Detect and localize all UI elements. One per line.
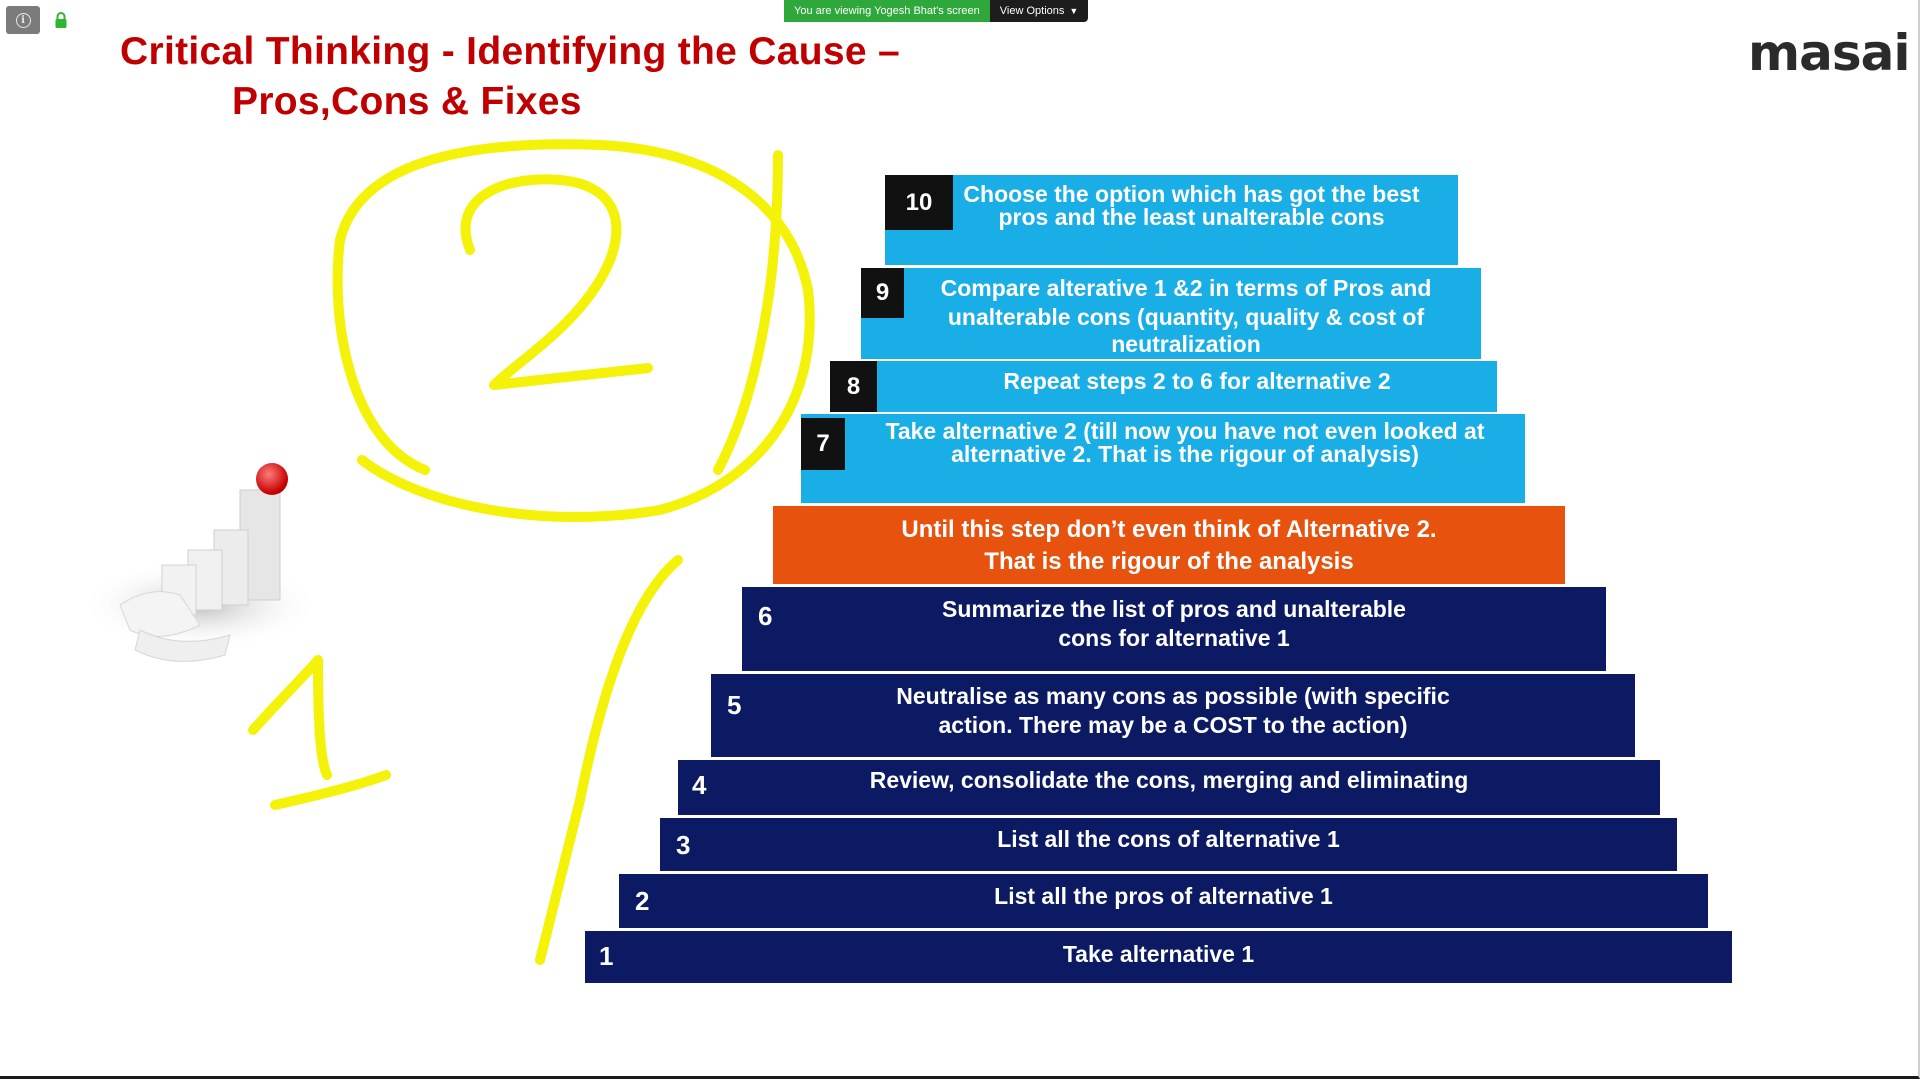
step-9: Compare alterative 1 &2 in terms of Pros…: [861, 268, 1481, 359]
step-text-line2: alternative 2. That is the rigour of ana…: [951, 441, 1419, 467]
step-10: Choose the option which has got the best…: [885, 175, 1458, 265]
step-3: 3 List all the cons of alternative 1: [660, 818, 1677, 871]
annotation-number-2: [460, 174, 653, 390]
step-8: Repeat steps 2 to 6 for alternative 2: [877, 361, 1497, 412]
view-options-label: View Options: [999, 5, 1065, 17]
view-options-button[interactable]: View Options ▼: [989, 0, 1089, 22]
annotation-circle: [332, 139, 815, 522]
annotation-number-1: [248, 655, 391, 810]
step-text-line2: pros and the least unalterable cons: [998, 204, 1385, 230]
step-4: 4 Review, consolidate the cons, merging …: [678, 760, 1660, 815]
step-9-number: 9: [861, 268, 904, 318]
step-7: Take alternative 2 (till now you have no…: [801, 414, 1525, 503]
slide-title-line2: Pros,Cons & Fixes: [232, 80, 582, 123]
step-text-line2: cons for alternative 1: [1058, 625, 1290, 651]
viewing-status: You are viewing Yogesh Bhat's screen: [784, 0, 990, 22]
info-button[interactable]: i: [6, 6, 40, 34]
step-text-line1: Compare alterative 1 &2 in terms of Pros…: [940, 275, 1432, 301]
step-text: Take alternative 1: [1062, 941, 1255, 967]
step-1: 1 Take alternative 1: [585, 931, 1732, 983]
step-7-number: 7: [801, 418, 845, 470]
step-text: Review, consolidate the cons, merging an…: [869, 767, 1469, 793]
warning-text-line2: That is the rigour of the analysis: [984, 548, 1354, 575]
step-6: 6 Summarize the list of pros and unalter…: [742, 587, 1606, 671]
warning-step: Until this step don’t even think of Alte…: [773, 506, 1565, 584]
step-text: Neutralise as many cons as possible (wit…: [711, 682, 1635, 740]
masai-logo: masai: [1748, 24, 1910, 82]
step-number: 4: [692, 770, 707, 800]
stairs-illustration: [80, 463, 320, 662]
step-number: 6: [758, 601, 773, 631]
step-text: Summarize the list of pros and unalterab…: [742, 595, 1606, 653]
step-text-line1: Summarize the list of pros and unalterab…: [942, 596, 1406, 622]
step-text: List all the cons of alternative 1: [997, 826, 1340, 852]
step-text-line2: unalterable cons (quantity, quality & co…: [947, 304, 1425, 330]
step-text: Take alternative 2 (till now you have no…: [845, 417, 1525, 469]
chevron-down-icon: ▼: [1069, 6, 1079, 16]
step-text: List all the pros of alternative 1: [994, 883, 1333, 909]
step-text-line1: Take alternative 2 (till now you have no…: [885, 418, 1485, 444]
step-text: Compare alterative 1 &2 in terms of Pros…: [891, 274, 1481, 359]
warning-text-line1: Until this step don’t even think of Alte…: [901, 516, 1437, 543]
step-2: 2 List all the pros of alternative 1: [619, 874, 1708, 928]
warning-text: Until this step don’t even think of Alte…: [773, 514, 1565, 578]
step-text-line3: neutralization: [1111, 331, 1261, 357]
screen-share-banner: You are viewing Yogesh Bhat's screen Vie…: [784, 0, 1089, 22]
step-10-number: 10: [885, 175, 953, 230]
slide-title-line1: Critical Thinking - Identifying the Caus…: [120, 30, 900, 73]
step-text: Repeat steps 2 to 6 for alternative 2: [1003, 368, 1391, 394]
step-text-line1: Neutralise as many cons as possible (wit…: [896, 683, 1450, 709]
step-text-line1: Choose the option which has got the best: [963, 181, 1420, 207]
step-text: Choose the option which has got the best…: [925, 180, 1458, 232]
annotation-circle-tail: [713, 150, 783, 475]
step-5: 5 Neutralise as many cons as possible (w…: [711, 674, 1635, 757]
step-number: 5: [727, 690, 742, 720]
lock-icon: [55, 12, 67, 28]
step-text-line2: action. There may be a COST to the actio…: [938, 712, 1408, 738]
step-8-number: 8: [830, 361, 877, 412]
info-icon: i: [15, 12, 31, 28]
